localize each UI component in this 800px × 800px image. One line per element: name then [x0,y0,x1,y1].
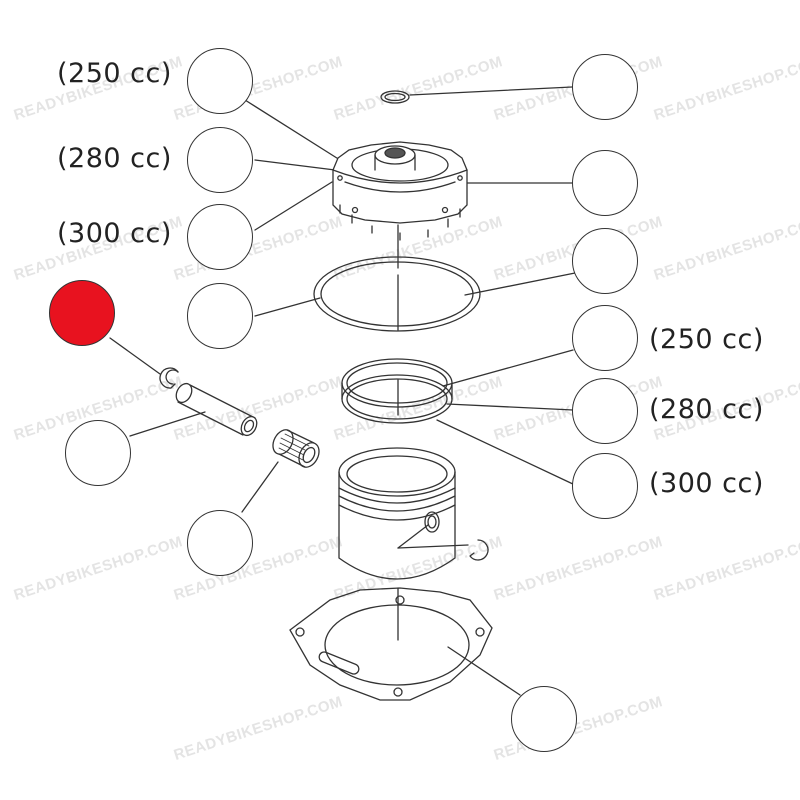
spark-plug-o-ring [380,90,410,104]
callout-needle-bearing[interactable] [187,510,253,576]
size-label-piston-300cc: (300 cc) [649,468,764,499]
callout-base-gasket[interactable] [511,686,577,752]
callout-spark-plug-o-ring[interactable] [572,54,638,120]
callout-cylinder-head-300cc[interactable] [187,204,253,270]
circlip-left [159,367,179,389]
callout-cylinder-head-250cc[interactable] [187,48,253,114]
cylinder-head [332,141,468,241]
circlip-right [469,539,489,561]
piston [338,447,456,580]
large-o-ring [313,256,481,332]
size-label-piston-250cc: (250 cc) [649,324,764,355]
piston-pin [175,382,258,437]
callout-piston-pin-circlip[interactable] [49,280,115,346]
leader-lines [109,86,576,696]
size-label-head-250cc: (250 cc) [57,58,172,89]
callout-cylinder-head-insert[interactable] [572,150,638,216]
size-label-head-280cc: (280 cc) [57,143,172,174]
callout-piston-300cc[interactable] [572,453,638,519]
size-label-piston-280cc: (280 cc) [649,394,764,425]
callout-piston-250cc[interactable] [572,305,638,371]
callout-piston-pin[interactable] [65,420,131,486]
size-label-head-300cc: (300 cc) [57,218,172,249]
spark-plug-o-ring-inner [384,92,406,102]
callout-large-o-ring[interactable] [187,283,253,349]
callout-cylinder-head-280cc[interactable] [187,127,253,193]
callout-head-o-ring[interactable] [572,228,638,294]
piston-rings [341,358,453,424]
needle-bearing [272,429,320,468]
base-gasket [289,587,493,701]
callout-piston-280cc[interactable] [572,378,638,444]
